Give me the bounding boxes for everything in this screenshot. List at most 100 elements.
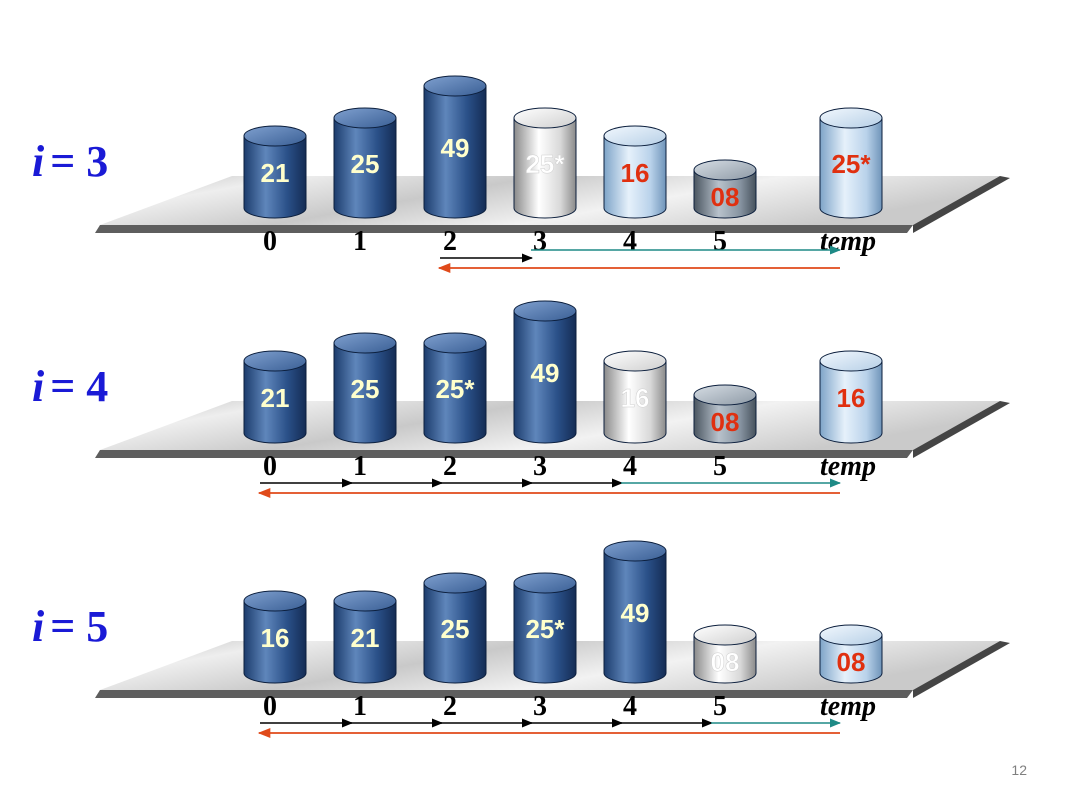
cylinder-1: 21 <box>333 590 397 684</box>
cylinder-3: 25* <box>513 107 577 219</box>
cylinder-value: 16 <box>261 623 290 653</box>
cylinder-value: 16 <box>621 383 650 413</box>
index-label-5: 5 <box>713 451 727 482</box>
index-label-2: 2 <box>443 226 457 257</box>
index-label-0: 0 <box>263 691 277 722</box>
cylinder-body <box>333 342 397 444</box>
cylinder-value: 25* <box>525 614 565 644</box>
cylinder-3: 49 <box>513 300 577 444</box>
cylinder-value: 08 <box>837 647 866 677</box>
cylinder-4: 16 <box>603 125 667 219</box>
cylinder-body <box>819 117 883 219</box>
cylinder-0: 16 <box>243 590 307 684</box>
index-label-0: 0 <box>263 226 277 257</box>
cylinder-value: 49 <box>441 133 470 163</box>
cylinder-top <box>603 350 667 372</box>
index-label-4: 4 <box>623 226 637 257</box>
cylinder-2: 49 <box>423 75 487 219</box>
cylinder-0: 21 <box>243 125 307 219</box>
index-label-5: 5 <box>713 691 727 722</box>
cylinder-value: 49 <box>531 358 560 388</box>
index-label-2: 2 <box>443 691 457 722</box>
cylinder-top <box>333 590 397 612</box>
cylinder-top <box>423 332 487 354</box>
cylinder-top <box>333 332 397 354</box>
cylinder-body <box>243 600 307 684</box>
cylinder-top <box>693 624 757 646</box>
cylinder-5: 08 <box>693 159 757 219</box>
cylinder-value: 21 <box>351 623 380 653</box>
cylinder-body <box>819 360 883 444</box>
temp-cylinder: 25* <box>819 107 883 219</box>
cylinder-top <box>243 590 307 612</box>
cylinder-value: 21 <box>261 158 290 188</box>
cylinder-body <box>693 634 757 684</box>
index-label-1: 1 <box>353 451 367 482</box>
cylinder-top <box>423 75 487 97</box>
cylinder-top <box>243 350 307 372</box>
slide-number: 12 <box>1011 762 1027 778</box>
cylinder-top <box>819 624 883 646</box>
cylinder-body <box>513 310 577 444</box>
index-label-3: 3 <box>533 226 547 257</box>
temp-cylinder: 16 <box>819 350 883 444</box>
cylinder-body <box>423 342 487 444</box>
index-label-2: 2 <box>443 451 457 482</box>
cylinder-top <box>333 107 397 129</box>
index-label-3: 3 <box>533 451 547 482</box>
cylinder-body <box>513 582 577 684</box>
cylinder-value: 49 <box>621 598 650 628</box>
cylinder-body <box>513 117 577 219</box>
temp-label: temp <box>820 691 876 722</box>
index-label-0: 0 <box>263 451 277 482</box>
cylinder-value: 16 <box>837 383 866 413</box>
index-label-5: 5 <box>713 226 727 257</box>
cylinder-value: 21 <box>261 383 290 413</box>
pass-label: i= 3 <box>32 137 108 186</box>
cylinder-1: 25 <box>333 107 397 219</box>
floor-side-edge <box>913 641 1010 698</box>
cylinder-top <box>819 107 883 129</box>
cylinder-2: 25 <box>423 572 487 684</box>
floor-front-edge <box>95 450 913 458</box>
floor-front-edge <box>95 225 913 233</box>
cylinder-value: 08 <box>711 407 740 437</box>
cylinder-value: 16 <box>621 158 650 188</box>
cylinder-value: 08 <box>711 182 740 212</box>
cylinder-value: 25 <box>351 374 380 404</box>
cylinder-top <box>693 159 757 181</box>
cylinder-body <box>423 582 487 684</box>
cylinder-body <box>333 600 397 684</box>
pass-row: i= 3 21 25 49 25* 16 08 25* 0 1 2 3 4 5 temp <box>32 75 1010 274</box>
cylinder-top <box>603 125 667 147</box>
cylinder-value: 08 <box>711 647 740 677</box>
cylinder-top <box>513 107 577 129</box>
cylinder-body <box>603 360 667 444</box>
cylinder-2: 25* <box>423 332 487 444</box>
cylinder-value: 25* <box>831 149 871 179</box>
cylinder-body <box>603 135 667 219</box>
cylinder-4: 49 <box>603 540 667 684</box>
cylinder-body <box>693 394 757 444</box>
pass-label: i= 4 <box>32 362 108 411</box>
cylinder-body <box>819 634 883 684</box>
temp-cylinder: 08 <box>819 624 883 684</box>
cylinder-top <box>513 300 577 322</box>
cylinder-value: 25* <box>435 374 475 404</box>
cylinder-body <box>243 360 307 444</box>
index-label-1: 1 <box>353 226 367 257</box>
index-label-4: 4 <box>623 451 637 482</box>
index-label-1: 1 <box>353 691 367 722</box>
floor-side-edge <box>913 176 1010 233</box>
cylinder-body <box>693 169 757 219</box>
cylinder-top <box>693 384 757 406</box>
cylinder-value: 25 <box>351 149 380 179</box>
index-label-3: 3 <box>533 691 547 722</box>
temp-label: temp <box>820 226 876 257</box>
floor-front-edge <box>95 690 913 698</box>
cylinder-body <box>603 550 667 684</box>
cylinder-top <box>243 125 307 147</box>
